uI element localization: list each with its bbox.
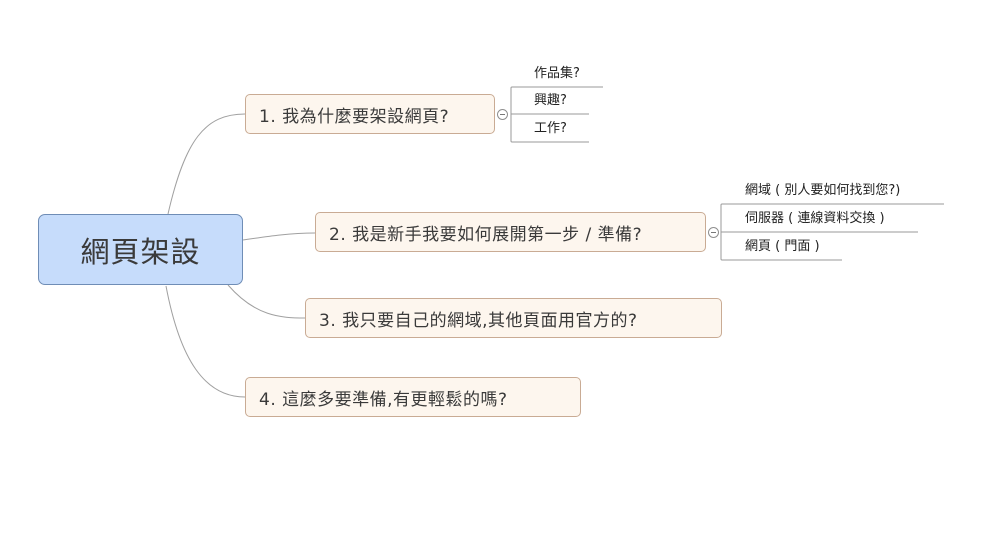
subtopic-2-1[interactable]: 網域 ( 別人要如何找到您?) xyxy=(745,183,901,198)
connector-branch-1 xyxy=(167,113,246,215)
connector-branch-4 xyxy=(165,285,246,398)
collapse-toggle-branch-2[interactable] xyxy=(708,227,719,238)
leaf-underline-1-1 xyxy=(510,86,603,114)
connector-branch-2 xyxy=(242,232,316,241)
branch-topic-2[interactable]: 2. 我是新手我要如何展開第一步 / 準備? xyxy=(315,212,706,252)
subtopic-2-3[interactable]: 網頁 ( 門面 ) xyxy=(745,239,820,254)
subtopic-1-3[interactable]: 工作? xyxy=(534,121,567,136)
branch-topic-1[interactable]: 1. 我為什麼要架設網頁? xyxy=(245,94,495,134)
leaf-underline-1-3 xyxy=(510,114,589,143)
subtopic-1-2[interactable]: 興趣? xyxy=(534,93,567,108)
connector-branch-3 xyxy=(227,284,306,319)
branch-topic-3[interactable]: 3. 我只要自己的網域,其他頁面用官方的? xyxy=(305,298,722,338)
central-topic[interactable]: 網頁架設 xyxy=(38,214,243,285)
subtopic-1-1[interactable]: 作品集? xyxy=(534,66,580,81)
branch-topic-4[interactable]: 4. 這麼多要準備,有更輕鬆的嗎? xyxy=(245,377,581,417)
leaf-underline-2-3 xyxy=(720,232,842,261)
subtopic-2-2[interactable]: 伺服器 ( 連線資料交換 ) xyxy=(745,211,885,226)
collapse-toggle-branch-1[interactable] xyxy=(497,109,508,120)
leaf-underline-2-1 xyxy=(720,203,944,232)
